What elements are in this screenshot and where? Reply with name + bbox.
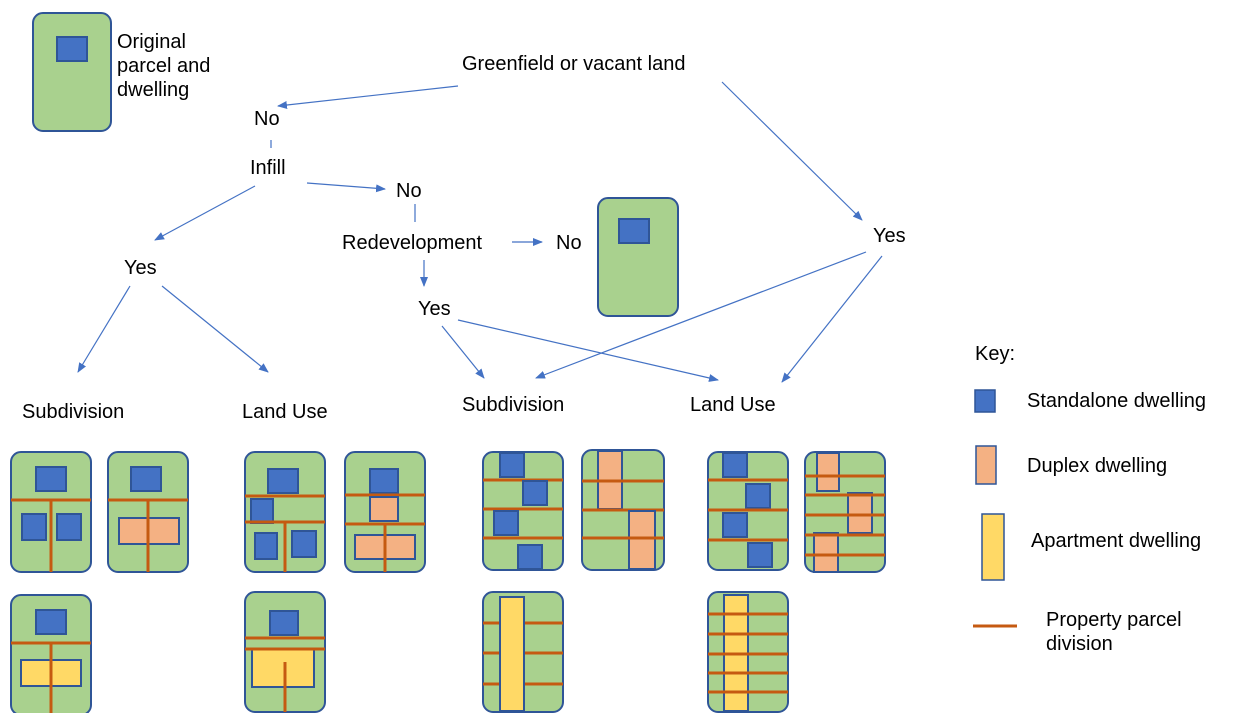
arrow-yes-infill-to-subdivision	[77, 285, 131, 373]
arrow-greenfield-to-yes	[721, 81, 863, 221]
key-label-division: Property parcel division	[1046, 609, 1182, 655]
parcel-redev-landuse-apartment	[707, 591, 789, 713]
parcel-infill-landuse-apartment	[244, 591, 326, 713]
flow-arrows	[77, 81, 883, 383]
arrow-yes-redev-to-subdivision	[441, 325, 485, 379]
outcome-landuse-infill: Land Use	[242, 401, 328, 423]
parcel-redev-landuse-standalone	[707, 451, 789, 571]
parcel-redev-subdivision-duplex	[581, 449, 665, 571]
outcome-landuse-redev: Land Use	[690, 394, 776, 416]
parcel-redev-landuse-duplex	[804, 451, 886, 573]
key-label-apartment: Apartment dwelling	[1031, 530, 1202, 552]
node-redevelopment: Redevelopment	[342, 232, 483, 254]
parcel-redev-subdivision-apartment	[482, 591, 564, 713]
outcome-subdivision-redev: Subdivision	[462, 394, 565, 416]
arrow-infill-to-no	[306, 182, 386, 193]
arrow-yes-greenfield-to-landuse	[781, 255, 883, 383]
node-yes-redevelopment: Yes	[418, 298, 451, 320]
arrow-greenfield-to-no	[277, 85, 459, 109]
node-yes-infill: Yes	[124, 257, 157, 279]
arrow-yes-greenfield-to-subdivision	[535, 251, 867, 379]
parcel-infill-landuse-duplex	[344, 451, 426, 573]
arrow-yes-infill-to-landuse	[161, 285, 269, 373]
legend-original-parcel	[32, 12, 112, 132]
node-no-infill: No	[396, 180, 422, 202]
key-swatches	[973, 389, 1017, 628]
node-infill: Infill	[250, 157, 286, 179]
node-no-redevelopment: No	[556, 232, 582, 254]
key-title: Key:	[975, 343, 1016, 365]
parcel-redev-subdivision-standalone	[482, 451, 564, 571]
key-swatch-standalone	[974, 389, 996, 413]
arrow-yes-redev-to-landuse	[457, 319, 719, 382]
key-label-duplex: Duplex dwelling	[1027, 455, 1168, 477]
parcel-infill-subdivision-duplex	[107, 451, 189, 573]
parcel-infill-landuse-standalone	[244, 451, 326, 573]
parcel-infill-subdivision-apartment	[10, 594, 92, 713]
legend-original-parcel-label: Original parcel and dwelling	[117, 31, 211, 101]
parcel-infill-subdivision-standalone	[10, 451, 92, 573]
node-greenfield: Greenfield or vacant land	[462, 53, 686, 75]
parcel-unchanged	[597, 197, 679, 317]
key-swatch-apartment	[981, 513, 1005, 581]
key-label-standalone: Standalone dwelling	[1027, 390, 1207, 412]
node-no-greenfield: No	[254, 108, 280, 130]
key-swatch-duplex	[975, 445, 997, 485]
arrow-infill-to-yes	[154, 185, 256, 241]
outcome-subdivision-infill: Subdivision	[22, 401, 125, 423]
node-yes-greenfield: Yes	[873, 225, 906, 247]
